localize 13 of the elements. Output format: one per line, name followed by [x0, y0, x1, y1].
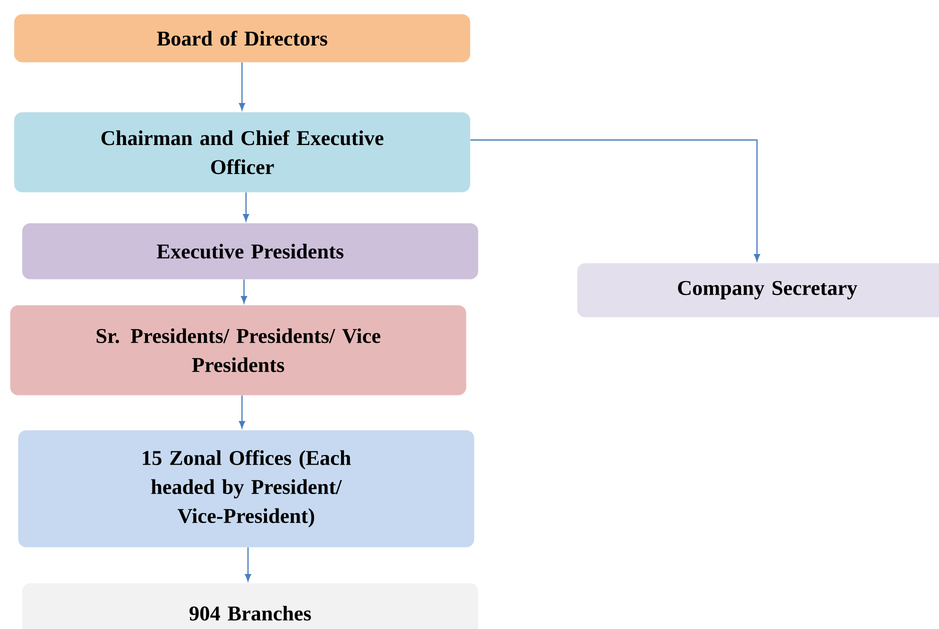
- org-box: 904 Branches: [22, 583, 478, 629]
- arrow: [244, 547, 252, 582]
- arrow: [242, 192, 250, 222]
- org-box: Board of Directors: [14, 14, 470, 62]
- org-box: Sr. Presidents/ Presidents/ Vice Presidents: [10, 305, 466, 396]
- org-box: Executive Presidents: [22, 223, 478, 280]
- arrow: [470, 139, 760, 262]
- org-box: 15 Zonal Offices (Each headed by President/ Vice-President): [18, 430, 474, 548]
- org-box: Chairman and Chief Executive Officer: [14, 112, 470, 192]
- arrow: [240, 279, 248, 304]
- arrow: [238, 395, 246, 428]
- org-box: Company Secretary: [577, 263, 939, 318]
- arrow: [238, 62, 246, 110]
